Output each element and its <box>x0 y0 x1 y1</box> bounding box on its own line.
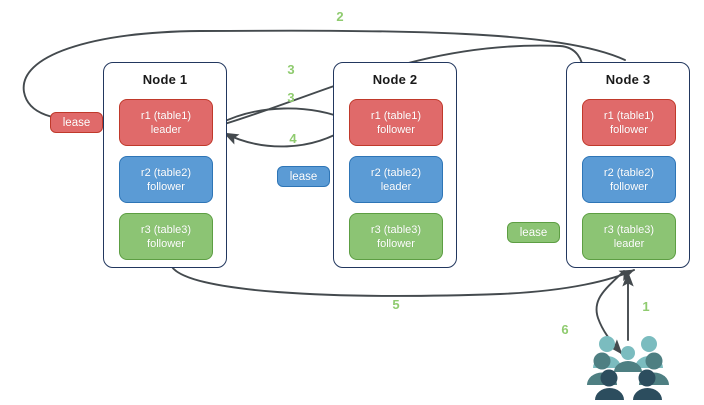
people-group-icon <box>587 336 669 400</box>
replica-name: r1 (table1) <box>140 109 192 122</box>
node-2-replica-r3[interactable]: r3 (table3) follower <box>349 213 443 260</box>
step-label-3b: 3 <box>287 90 295 105</box>
replica-name: r2 (table2) <box>603 166 655 179</box>
node-3-title: Node 3 <box>605 72 651 87</box>
node-2-replica-r2[interactable]: r2 (table2) leader <box>349 156 443 203</box>
node-2[interactable]: Node 2 r1 (table1) follower r2 (table2) … <box>333 62 457 268</box>
node-2-replica-r1[interactable]: r1 (table1) follower <box>349 99 443 146</box>
node-2-title: Node 2 <box>372 72 418 87</box>
replica-role: follower <box>147 180 185 193</box>
node-3-replica-r2[interactable]: r2 (table2) follower <box>582 156 676 203</box>
node-3-replica-r3[interactable]: r3 (table3) leader <box>582 213 676 260</box>
replica-role: leader <box>613 237 645 250</box>
lease-chip-green[interactable]: lease <box>507 222 560 243</box>
replica-name: r3 (table3) <box>370 223 422 236</box>
replica-name: r2 (table2) <box>370 166 422 179</box>
node-3[interactable]: Node 3 r1 (table1) follower r2 (table2) … <box>566 62 690 268</box>
step-label-3a: 3 <box>287 62 295 77</box>
step-label-2: 2 <box>336 9 344 24</box>
replica-name: r1 (table1) <box>603 109 655 122</box>
replica-role: follower <box>147 237 185 250</box>
edge-5-node1-to-node3 <box>171 266 635 297</box>
node-1-replica-r3[interactable]: r3 (table3) follower <box>119 213 213 260</box>
replica-role: leader <box>380 180 412 193</box>
node-1[interactable]: Node 1 r1 (table1) leader r2 (table2) fo… <box>103 62 227 268</box>
replica-role: leader <box>150 123 182 136</box>
step-label-4: 4 <box>289 131 297 146</box>
replica-role: follower <box>610 180 648 193</box>
node-3-replica-r1[interactable]: r1 (table1) follower <box>582 99 676 146</box>
replica-name: r2 (table2) <box>140 166 192 179</box>
lease-chip-blue[interactable]: lease <box>277 166 330 187</box>
step-label-5: 5 <box>392 297 400 312</box>
step-label-6: 6 <box>561 322 569 337</box>
node-1-title: Node 1 <box>142 72 188 87</box>
replica-role: follower <box>610 123 648 136</box>
replica-role: follower <box>377 123 415 136</box>
replica-name: r3 (table3) <box>140 223 192 236</box>
node-1-replica-r1[interactable]: r1 (table1) leader <box>119 99 213 146</box>
replica-name: r3 (table3) <box>603 223 655 236</box>
edge-2-lease-return <box>22 29 626 128</box>
replica-role: follower <box>377 237 415 250</box>
node-1-replica-r2[interactable]: r2 (table2) follower <box>119 156 213 203</box>
replica-name: r1 (table1) <box>370 109 422 122</box>
step-label-1: 1 <box>642 299 650 314</box>
